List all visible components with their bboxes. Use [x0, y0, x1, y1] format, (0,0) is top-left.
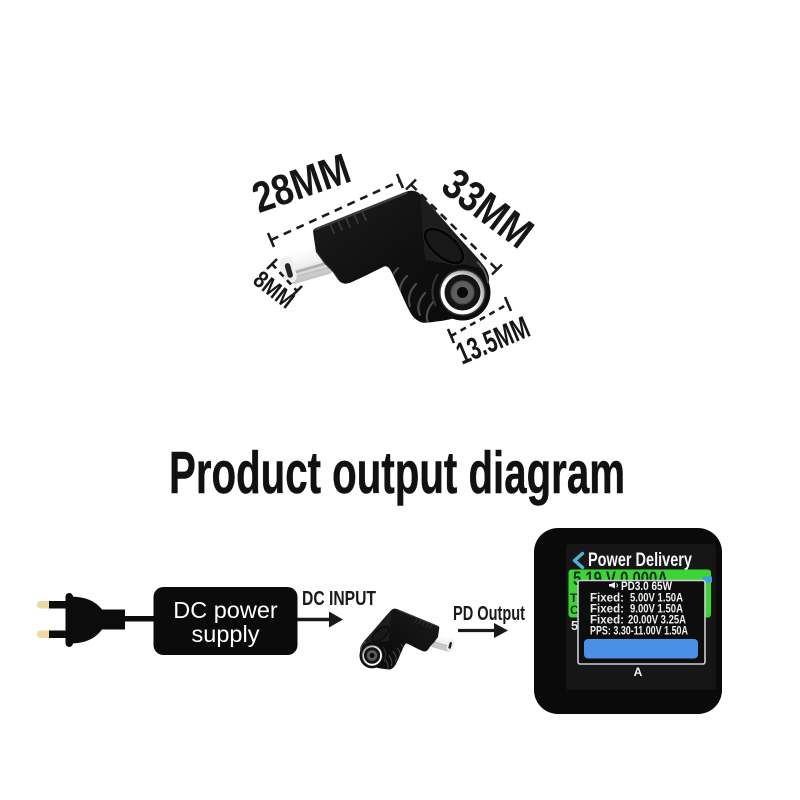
svg-text:DC INPUT: DC INPUT — [302, 588, 376, 610]
svg-text:28MM: 28MM — [246, 145, 356, 223]
svg-text:PD Output: PD Output — [453, 603, 525, 625]
svg-text:A: A — [634, 665, 643, 679]
svg-text:DC power: DC power — [173, 597, 278, 623]
svg-text:9.00V 1.50A: 9.00V 1.50A — [630, 604, 683, 616]
svg-text:5: 5 — [571, 618, 578, 633]
svg-text:Fixed:: Fixed: — [590, 593, 624, 605]
svg-text:Fixed:: Fixed: — [590, 604, 624, 616]
svg-text:Power Delivery: Power Delivery — [588, 549, 692, 571]
svg-text:Fixed:: Fixed: — [590, 615, 624, 627]
svg-text:Product output diagram: Product output diagram — [169, 440, 625, 506]
svg-text:PPS: 3.30-11.00V 1.50A: PPS: 3.30-11.00V 1.50A — [590, 626, 688, 638]
svg-text:Ti: Ti — [570, 591, 580, 605]
svg-text:supply: supply — [192, 621, 260, 647]
svg-text:5.00V 1.50A: 5.00V 1.50A — [630, 593, 683, 605]
svg-text:PD3.0 65W: PD3.0 65W — [621, 581, 672, 593]
svg-text:20.00V 3.25A: 20.00V 3.25A — [628, 615, 686, 627]
